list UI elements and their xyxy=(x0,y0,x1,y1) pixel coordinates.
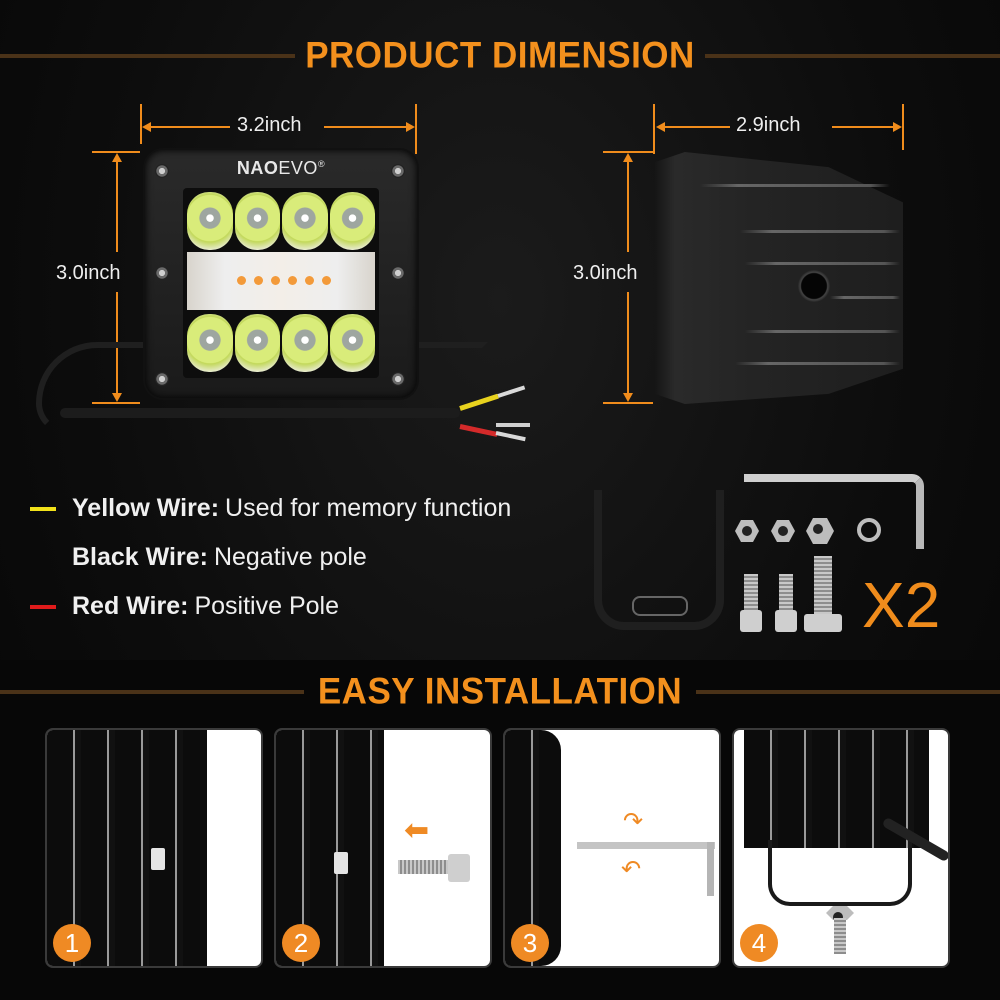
yellow-swatch-icon xyxy=(30,506,56,511)
wire-legend-black: Black Wire:Negative pole xyxy=(30,533,511,582)
easy-installation-title: EASY INSTALLATION xyxy=(317,671,683,712)
allen-wrench-icon xyxy=(744,474,924,549)
screw-icon xyxy=(155,164,169,178)
wire-legend-yellow: Yellow Wire:Used for memory function xyxy=(30,484,511,533)
power-cable-run xyxy=(60,408,460,418)
led-lens-panel xyxy=(183,188,379,378)
cooling-fin xyxy=(735,362,900,365)
cooling-fin xyxy=(745,262,900,265)
mounting-bracket-icon xyxy=(768,840,912,906)
bolt-head-icon xyxy=(448,854,470,882)
install-step-2: ⬅ 2 xyxy=(274,728,492,968)
black-swatch-icon xyxy=(30,556,56,560)
cooling-fin xyxy=(740,230,900,233)
bolt-icon xyxy=(814,556,832,616)
amber-led-strip xyxy=(187,252,375,310)
brand-logo: NAOEVO® xyxy=(236,158,326,178)
side-depth-label: 2.9inch xyxy=(736,114,801,136)
screw-icon xyxy=(155,266,169,280)
led-row-bottom xyxy=(187,314,375,372)
easy-installation-heading: EASY INSTALLATION xyxy=(0,670,1000,714)
cooling-fin xyxy=(700,184,890,187)
nut-icon xyxy=(806,518,834,544)
front-height-label: 3.0inch xyxy=(56,262,121,284)
step-number-badge: 2 xyxy=(282,924,320,962)
product-dimension-title: PRODUCT DIMENSION xyxy=(305,35,695,76)
screw-icon xyxy=(391,266,405,280)
cooling-fin xyxy=(745,330,900,333)
nut-icon xyxy=(771,520,795,542)
screw-icon xyxy=(391,372,405,386)
title-rule-left xyxy=(0,54,296,58)
title-rule-right xyxy=(704,54,1000,58)
bolt-icon xyxy=(398,860,450,874)
rotate-arrow-icon: ↶ xyxy=(621,856,642,883)
nut-icon xyxy=(151,848,165,870)
title-rule-left xyxy=(0,690,304,694)
cooling-fin xyxy=(830,296,900,299)
install-step-3: ↷ ↶ 3 xyxy=(503,728,721,968)
mounting-bracket-icon xyxy=(594,490,724,630)
allen-wrench-icon xyxy=(577,842,715,849)
arrow-left-icon: ⬅ xyxy=(404,814,430,847)
step-number-badge: 4 xyxy=(740,924,778,962)
front-width-label: 3.2inch xyxy=(237,114,302,136)
light-front-view: NAOEVO® xyxy=(145,150,417,398)
nut-icon xyxy=(826,906,854,920)
allen-wrench-bend xyxy=(707,842,714,896)
bolt-icon xyxy=(779,574,793,614)
washer-icon xyxy=(857,518,881,542)
title-rule-right xyxy=(696,690,1000,694)
side-height-label: 3.0inch xyxy=(573,262,638,284)
install-step-4: 4 xyxy=(732,728,950,968)
step-number-badge: 1 xyxy=(53,924,91,962)
mount-hole xyxy=(798,270,830,302)
bolt-icon xyxy=(744,574,758,614)
bolt-icon xyxy=(834,918,846,954)
red-swatch-icon xyxy=(30,604,56,609)
step-number-badge: 3 xyxy=(511,924,549,962)
wire-legend-red: Red Wire:Positive Pole xyxy=(30,582,511,631)
black-wire-strand xyxy=(496,423,530,427)
led-row-top xyxy=(187,192,375,250)
nut-icon xyxy=(334,852,348,874)
quantity-label: X2 xyxy=(862,569,941,641)
nut-icon xyxy=(735,520,759,542)
product-dimension-heading: PRODUCT DIMENSION xyxy=(0,34,1000,78)
rotate-arrow-icon: ↷ xyxy=(623,808,644,835)
screw-icon xyxy=(391,164,405,178)
install-step-1: 1 xyxy=(45,728,263,968)
light-side-view xyxy=(655,152,903,404)
wire-legend: Yellow Wire:Used for memory function Bla… xyxy=(30,484,511,631)
screw-icon xyxy=(155,372,169,386)
